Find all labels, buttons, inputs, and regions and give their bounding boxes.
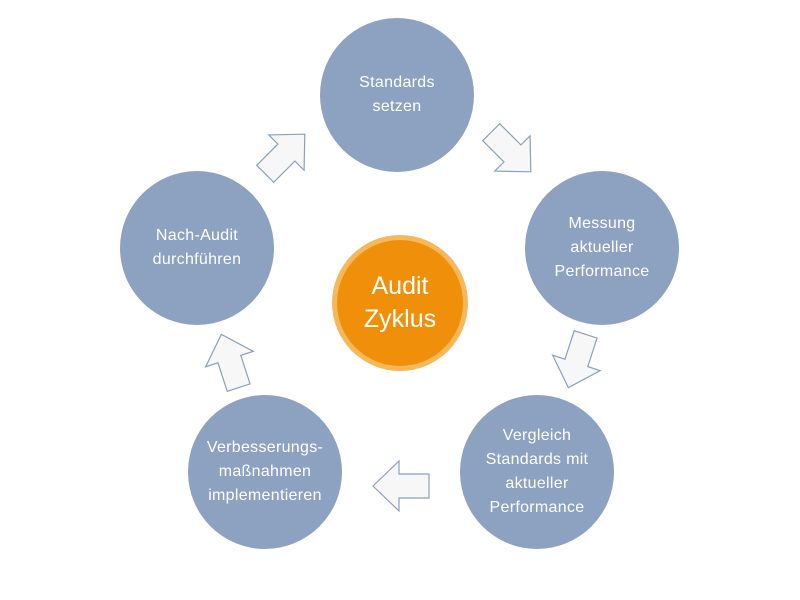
- center-label: Audit Zyklus: [335, 238, 465, 368]
- node-label-line: Standards mit: [485, 451, 589, 468]
- node-label-verbesserung: Verbesserungs-maßnahmen implementieren: [188, 395, 342, 549]
- arrow-verbesserung-to-nach-audit-icon: [204, 333, 255, 393]
- arrow-messung-to-vergleich-icon: [551, 329, 602, 389]
- node-label-line: aktueller: [505, 475, 569, 492]
- node-label-text-verbesserung: Verbesserungs-maßnahmen implementieren: [207, 436, 323, 508]
- node-label-line: Verbesserungs-: [206, 439, 324, 456]
- center-label-line2: Zyklus: [363, 305, 437, 333]
- node-circle-verbesserung: [188, 395, 342, 549]
- node-circle-messung: [525, 171, 679, 325]
- node-label-line: maßnahmen: [218, 463, 312, 480]
- arrows-layer: [204, 122, 602, 513]
- node-label-line: Performance: [489, 499, 585, 516]
- node-label-text-standards-setzen: Standards setzen: [359, 71, 435, 119]
- center-layer: [332, 235, 468, 371]
- arrow-vergleich-to-verbesserung-icon: [372, 459, 430, 513]
- arrow-standards-to-messung-icon: [481, 122, 532, 173]
- node-circle-nach-audit: [120, 171, 274, 325]
- center-label-line1: Audit: [371, 272, 429, 300]
- node-label-line: Messung: [568, 215, 636, 232]
- node-label-line: Vergleich: [502, 427, 572, 444]
- node-circle-standards-setzen: [320, 18, 474, 172]
- node-label-line: aktueller: [570, 239, 634, 256]
- node-label-line: implementieren: [208, 487, 322, 504]
- node-label-standards-setzen: Standards setzen: [320, 18, 474, 172]
- node-label-line: Standards: [359, 74, 435, 91]
- node-label-text-nach-audit: Nach-Audit durchführen: [153, 224, 242, 272]
- node-label-line: durchführen: [152, 251, 242, 268]
- node-label-nach-audit: Nach-Audit durchführen: [120, 171, 274, 325]
- node-label-line: Performance: [554, 263, 650, 280]
- center-circle: [337, 240, 463, 366]
- node-label-line: Nach-Audit: [155, 227, 239, 244]
- node-circle-vergleich: [460, 395, 614, 549]
- arrow-nach-audit-to-standards-icon: [255, 133, 306, 184]
- nodes-layer: [120, 18, 679, 549]
- node-label-line: setzen: [372, 98, 422, 115]
